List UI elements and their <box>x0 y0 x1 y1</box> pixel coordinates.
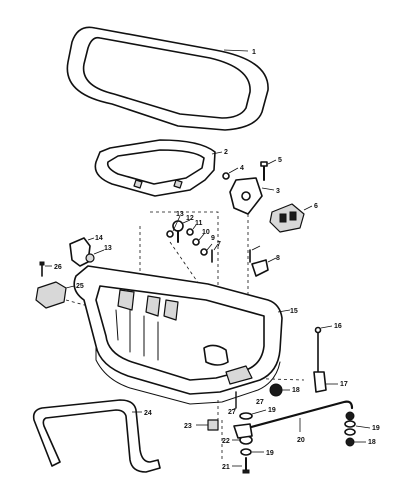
part-5-screw <box>260 159 277 181</box>
part-8-clip <box>251 257 277 277</box>
part-10-washer <box>192 233 205 246</box>
callout-1: 1 <box>252 49 256 56</box>
callout-19c: 19 <box>266 450 274 457</box>
part-9-nut <box>200 243 213 256</box>
callout-27a: 27 <box>228 409 236 416</box>
part-19-washers <box>239 409 371 456</box>
callout-24: 24 <box>144 410 152 417</box>
callout-22: 22 <box>222 438 230 445</box>
part-21-bolt <box>232 457 250 474</box>
part-17-bracket <box>313 371 338 393</box>
part-4-nut <box>222 167 239 180</box>
part-23-plate <box>196 419 219 431</box>
callout-18b: 18 <box>368 439 376 446</box>
part-26-screw <box>39 261 52 277</box>
part-15-bottom-cowl <box>73 265 291 405</box>
part-13-washer <box>166 215 181 238</box>
callout-18a: 18 <box>292 387 300 394</box>
callout-5: 5 <box>278 157 282 164</box>
part-6-connector <box>269 203 313 233</box>
callout-27b: 27 <box>256 399 264 406</box>
callout-15: 15 <box>290 308 298 315</box>
callout-10: 10 <box>202 229 210 236</box>
callout-20: 20 <box>297 437 305 444</box>
part-18-grommet <box>269 383 290 397</box>
part-25-block <box>35 281 75 309</box>
callout-12: 12 <box>186 215 194 222</box>
callout-19b: 19 <box>372 425 380 432</box>
callout-19a: 19 <box>268 407 276 414</box>
part-16-rod <box>314 325 333 379</box>
callout-4: 4 <box>240 165 244 172</box>
callout-9: 9 <box>211 235 215 242</box>
part-2-mount-frame <box>94 139 223 197</box>
part-11-spacer <box>186 224 197 236</box>
callout-labels: 1 2 3 4 5 6 7 8 9 10 11 12 13 13 14 15 1… <box>54 49 380 471</box>
part-24-handle <box>32 399 161 473</box>
callout-8: 8 <box>276 255 280 262</box>
part-1-top-seal <box>66 26 269 131</box>
part-7-screw <box>211 243 261 263</box>
callout-11: 11 <box>195 220 203 227</box>
callout-21: 21 <box>222 464 230 471</box>
callout-17: 17 <box>340 381 348 388</box>
callout-2: 2 <box>224 149 228 156</box>
callout-23: 23 <box>184 423 192 430</box>
part-18-grommets-lower <box>345 411 366 447</box>
part-27-screw <box>231 391 237 411</box>
part-3-bracket <box>229 177 275 215</box>
callout-7a: 7 <box>217 241 221 248</box>
callout-16: 16 <box>334 323 342 330</box>
callout-13a: 13 <box>176 211 184 218</box>
part-20-linkage-rod <box>233 400 354 439</box>
callout-13b: 13 <box>104 245 112 252</box>
part-13-knob <box>85 249 105 263</box>
callout-26: 26 <box>54 264 62 271</box>
callout-25: 25 <box>76 283 84 290</box>
callout-6: 6 <box>314 203 318 210</box>
callout-14: 14 <box>95 235 103 242</box>
callout-3: 3 <box>276 188 280 195</box>
